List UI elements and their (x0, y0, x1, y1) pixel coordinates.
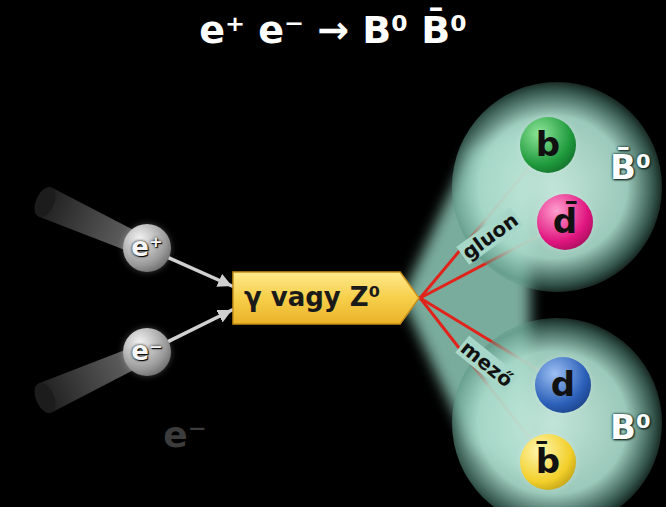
particle-symbol: d̄ (553, 202, 577, 241)
beam-arrow (169, 310, 232, 341)
faded-particle-label: e⁻ (161, 415, 208, 455)
boson-name: γ vagy Z⁰ (244, 283, 380, 313)
electron-ball: e⁻ (123, 328, 171, 376)
meson-cloud: B⁰ d b̄ (452, 318, 662, 507)
antiquark-ball: b̄ (520, 434, 576, 490)
quark-ball: b (520, 117, 576, 173)
antiquark-ball: d̄ (537, 194, 593, 250)
meson-cloud: B̄⁰ b d̄ (452, 82, 662, 292)
particle-symbol: b̄ (536, 442, 560, 481)
positron-tail-end (30, 184, 59, 221)
beam-arrow (169, 258, 232, 286)
meson-name: B̄⁰ (610, 148, 651, 187)
boson-arrow-box: γ vagy Z⁰ (232, 271, 420, 325)
arrow-box-shape (233, 272, 419, 324)
positron-ball: e⁺ (123, 224, 171, 272)
electron-tails (30, 184, 151, 417)
diagram-title: e⁺ e⁻ → B⁰ B̄⁰ (0, 10, 666, 52)
particle-symbol: e⁺ (131, 233, 162, 263)
quark-ball: d (535, 357, 591, 413)
particle-symbol: b (536, 125, 560, 164)
meson-name: B⁰ (610, 408, 651, 447)
particle-symbol: e⁻ (131, 337, 162, 367)
electron-tail-end (30, 380, 59, 417)
particle-symbol: d (551, 365, 575, 404)
